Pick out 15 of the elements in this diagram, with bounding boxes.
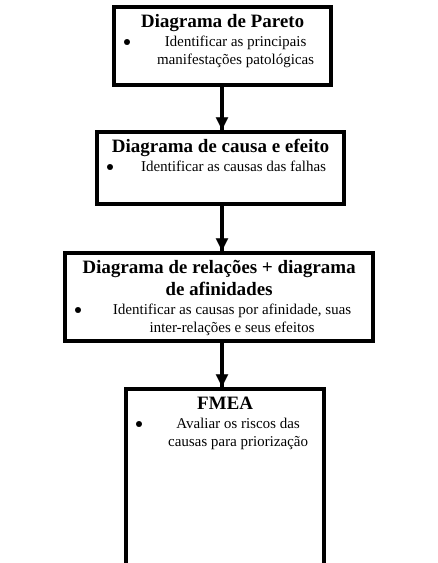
arrow [216, 343, 228, 387]
box-text: Identificar as principais manifestações patológicas [156, 33, 316, 69]
box-heading: Diagrama de Pareto [140, 11, 304, 33]
box-text: Identificar as causas por afinidade, suas inter-relações e seus efeitos [112, 301, 352, 337]
process-box [95, 130, 346, 206]
box-heading: FMEA [197, 393, 253, 415]
process-box [112, 5, 333, 87]
process-box [124, 387, 326, 563]
box-text: Avaliar os riscos das causas para priorização [167, 415, 309, 451]
box-heading: Diagrama de causa e efeito [112, 136, 330, 158]
arrow [216, 206, 228, 251]
box-text: Identificar as causas das falhas [140, 158, 327, 176]
process-box [63, 251, 375, 343]
box-heading: Diagrama de relações + diagrama de afinidades [81, 257, 357, 301]
arrow [216, 87, 228, 130]
